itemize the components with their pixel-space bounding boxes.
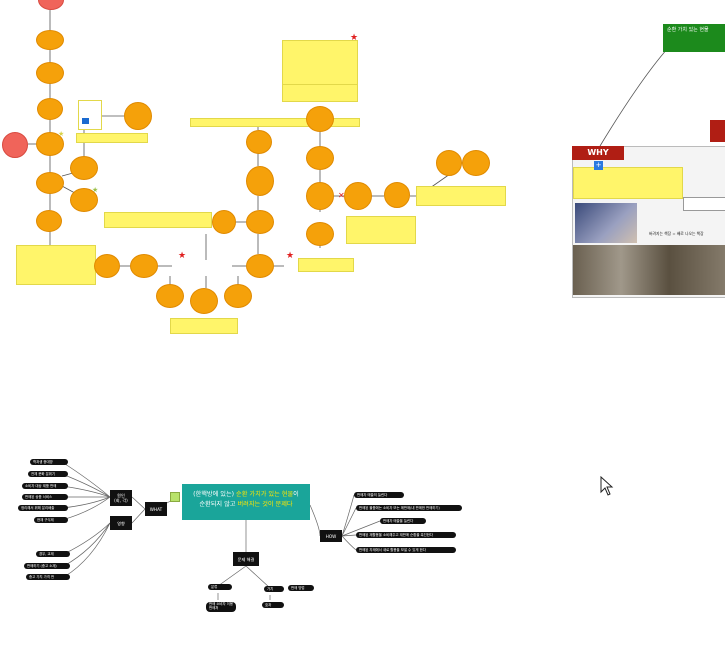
mindmap-leaf[interactable]: 판매 소비자 이용 판매처	[206, 602, 236, 612]
why-label: WHY	[572, 146, 624, 160]
flow-node[interactable]	[344, 182, 372, 210]
mindmap-leaf[interactable]: 판매된 상품 서비스	[22, 494, 68, 500]
note-block	[573, 167, 683, 199]
mindmap-leaf[interactable]: 판매자 매출을 늘린다	[380, 518, 426, 524]
center-topic[interactable]: (한핵방에 있는) 순환 가치가 있는 현물이 순환되지 않고 버려지는 것이 …	[182, 484, 310, 520]
why-panel: 버려지는 책장 = 쌔로 나오는 책장	[572, 146, 725, 298]
flow-node[interactable]	[36, 172, 64, 194]
mindmap-leaf[interactable]: 분류	[208, 584, 232, 590]
flow-node[interactable]	[124, 102, 152, 130]
flow-node[interactable]	[37, 98, 63, 120]
mindmap-leaf[interactable]: 판매하기 (중고 소재)	[24, 563, 70, 569]
note-block	[346, 216, 416, 244]
x-mark-icon: ✕	[338, 191, 345, 200]
mindmap-leaf[interactable]: 판매자 매출의 늘린다	[354, 492, 404, 498]
photo-newscast	[575, 203, 637, 243]
mouse-cursor-icon	[600, 476, 614, 496]
flow-node[interactable]	[212, 210, 236, 234]
flow-node[interactable]	[190, 288, 218, 314]
mindmap-leaf[interactable]: 전체 문화 분위기	[28, 471, 68, 477]
flow-node[interactable]	[306, 146, 334, 170]
mindmap-leaf[interactable]: 중고 가치 가격 판	[26, 574, 70, 580]
flow-node[interactable]	[70, 156, 98, 180]
branch-cause[interactable]: 원인 (회, 각)	[110, 490, 132, 506]
note-block	[416, 186, 506, 206]
flow-node[interactable]	[36, 62, 64, 84]
star-icon: ★	[350, 33, 359, 43]
note-block	[104, 212, 212, 228]
flow-node[interactable]	[156, 284, 184, 308]
flow-node[interactable]	[306, 222, 334, 246]
mindmap-leaf[interactable]: 경우, 교재	[36, 551, 70, 557]
photo-newscast	[573, 245, 725, 295]
flow-node[interactable]	[436, 150, 462, 176]
star-icon: ★	[92, 186, 99, 194]
center-topic-marker	[170, 492, 180, 502]
mindmap-leaf[interactable]: 현재 구식제	[34, 517, 68, 523]
note-block	[298, 258, 354, 272]
mindmap-leaf[interactable]: 소비자 대상 제품 판매	[22, 483, 68, 489]
flow-node[interactable]	[36, 210, 62, 232]
flow-node[interactable]	[246, 166, 274, 196]
branch-how[interactable]: HOW	[320, 530, 342, 542]
thumbnail-image	[78, 100, 102, 130]
branch-effect[interactable]: 영향	[110, 516, 132, 530]
note-block	[190, 118, 360, 127]
green-header: 순환 가치 있는 현물	[663, 24, 725, 52]
mindmap-leaf[interactable]: 가치	[264, 586, 284, 592]
flow-node[interactable]	[462, 150, 490, 176]
mindmap-leaf[interactable]: 효과	[262, 602, 284, 608]
branch-what[interactable]: WHAT	[145, 502, 167, 516]
mindmap-leaf[interactable]: 판매된 재활용을 소비해주고 재판매 순환을 촉진한다	[356, 532, 456, 538]
flow-node[interactable]	[224, 284, 252, 308]
flow-node[interactable]	[246, 130, 272, 154]
note-block	[683, 197, 725, 211]
mindmap-leaf[interactable]: 판매된 물품에는 소비자 또는 매판매(내 판매한 판매하기)	[356, 505, 462, 511]
flow-node[interactable]	[384, 182, 410, 208]
flow-node[interactable]	[130, 254, 158, 278]
star-icon: ★	[286, 251, 295, 261]
note-block	[16, 245, 96, 285]
flow-node[interactable]	[36, 30, 64, 50]
star-icon: ★	[58, 130, 65, 138]
flow-node[interactable]	[306, 182, 334, 210]
blue-icon: +	[594, 161, 603, 170]
branch-issue[interactable]: 문제 해결	[233, 552, 259, 566]
flow-node[interactable]	[94, 254, 120, 278]
mindmap-leaf[interactable]: 판매된 자재에서 새로 활용을 보낼 수 있게 한다	[356, 547, 456, 553]
mindmap-leaf[interactable]: 학과생 증대방	[30, 459, 68, 465]
note-block	[282, 84, 358, 102]
note-block	[170, 318, 238, 334]
red-tag	[710, 120, 725, 142]
mindmap-leaf[interactable]: 판매 방법	[288, 585, 314, 591]
flow-node[interactable]	[306, 106, 334, 132]
flow-node[interactable]	[70, 188, 98, 212]
blue-icon	[82, 118, 89, 124]
flow-node[interactable]	[246, 254, 274, 278]
flow-node[interactable]	[246, 210, 274, 234]
flow-node[interactable]	[36, 132, 64, 156]
why-formula: 버려지는 책장 = 쌔로 나오는 책장	[649, 231, 704, 236]
mindmap-leaf[interactable]: 정리해서 위해 분리배출	[18, 505, 68, 511]
note-strip	[76, 133, 148, 143]
flow-node-problem[interactable]	[2, 132, 28, 158]
star-icon: ★	[178, 251, 187, 261]
